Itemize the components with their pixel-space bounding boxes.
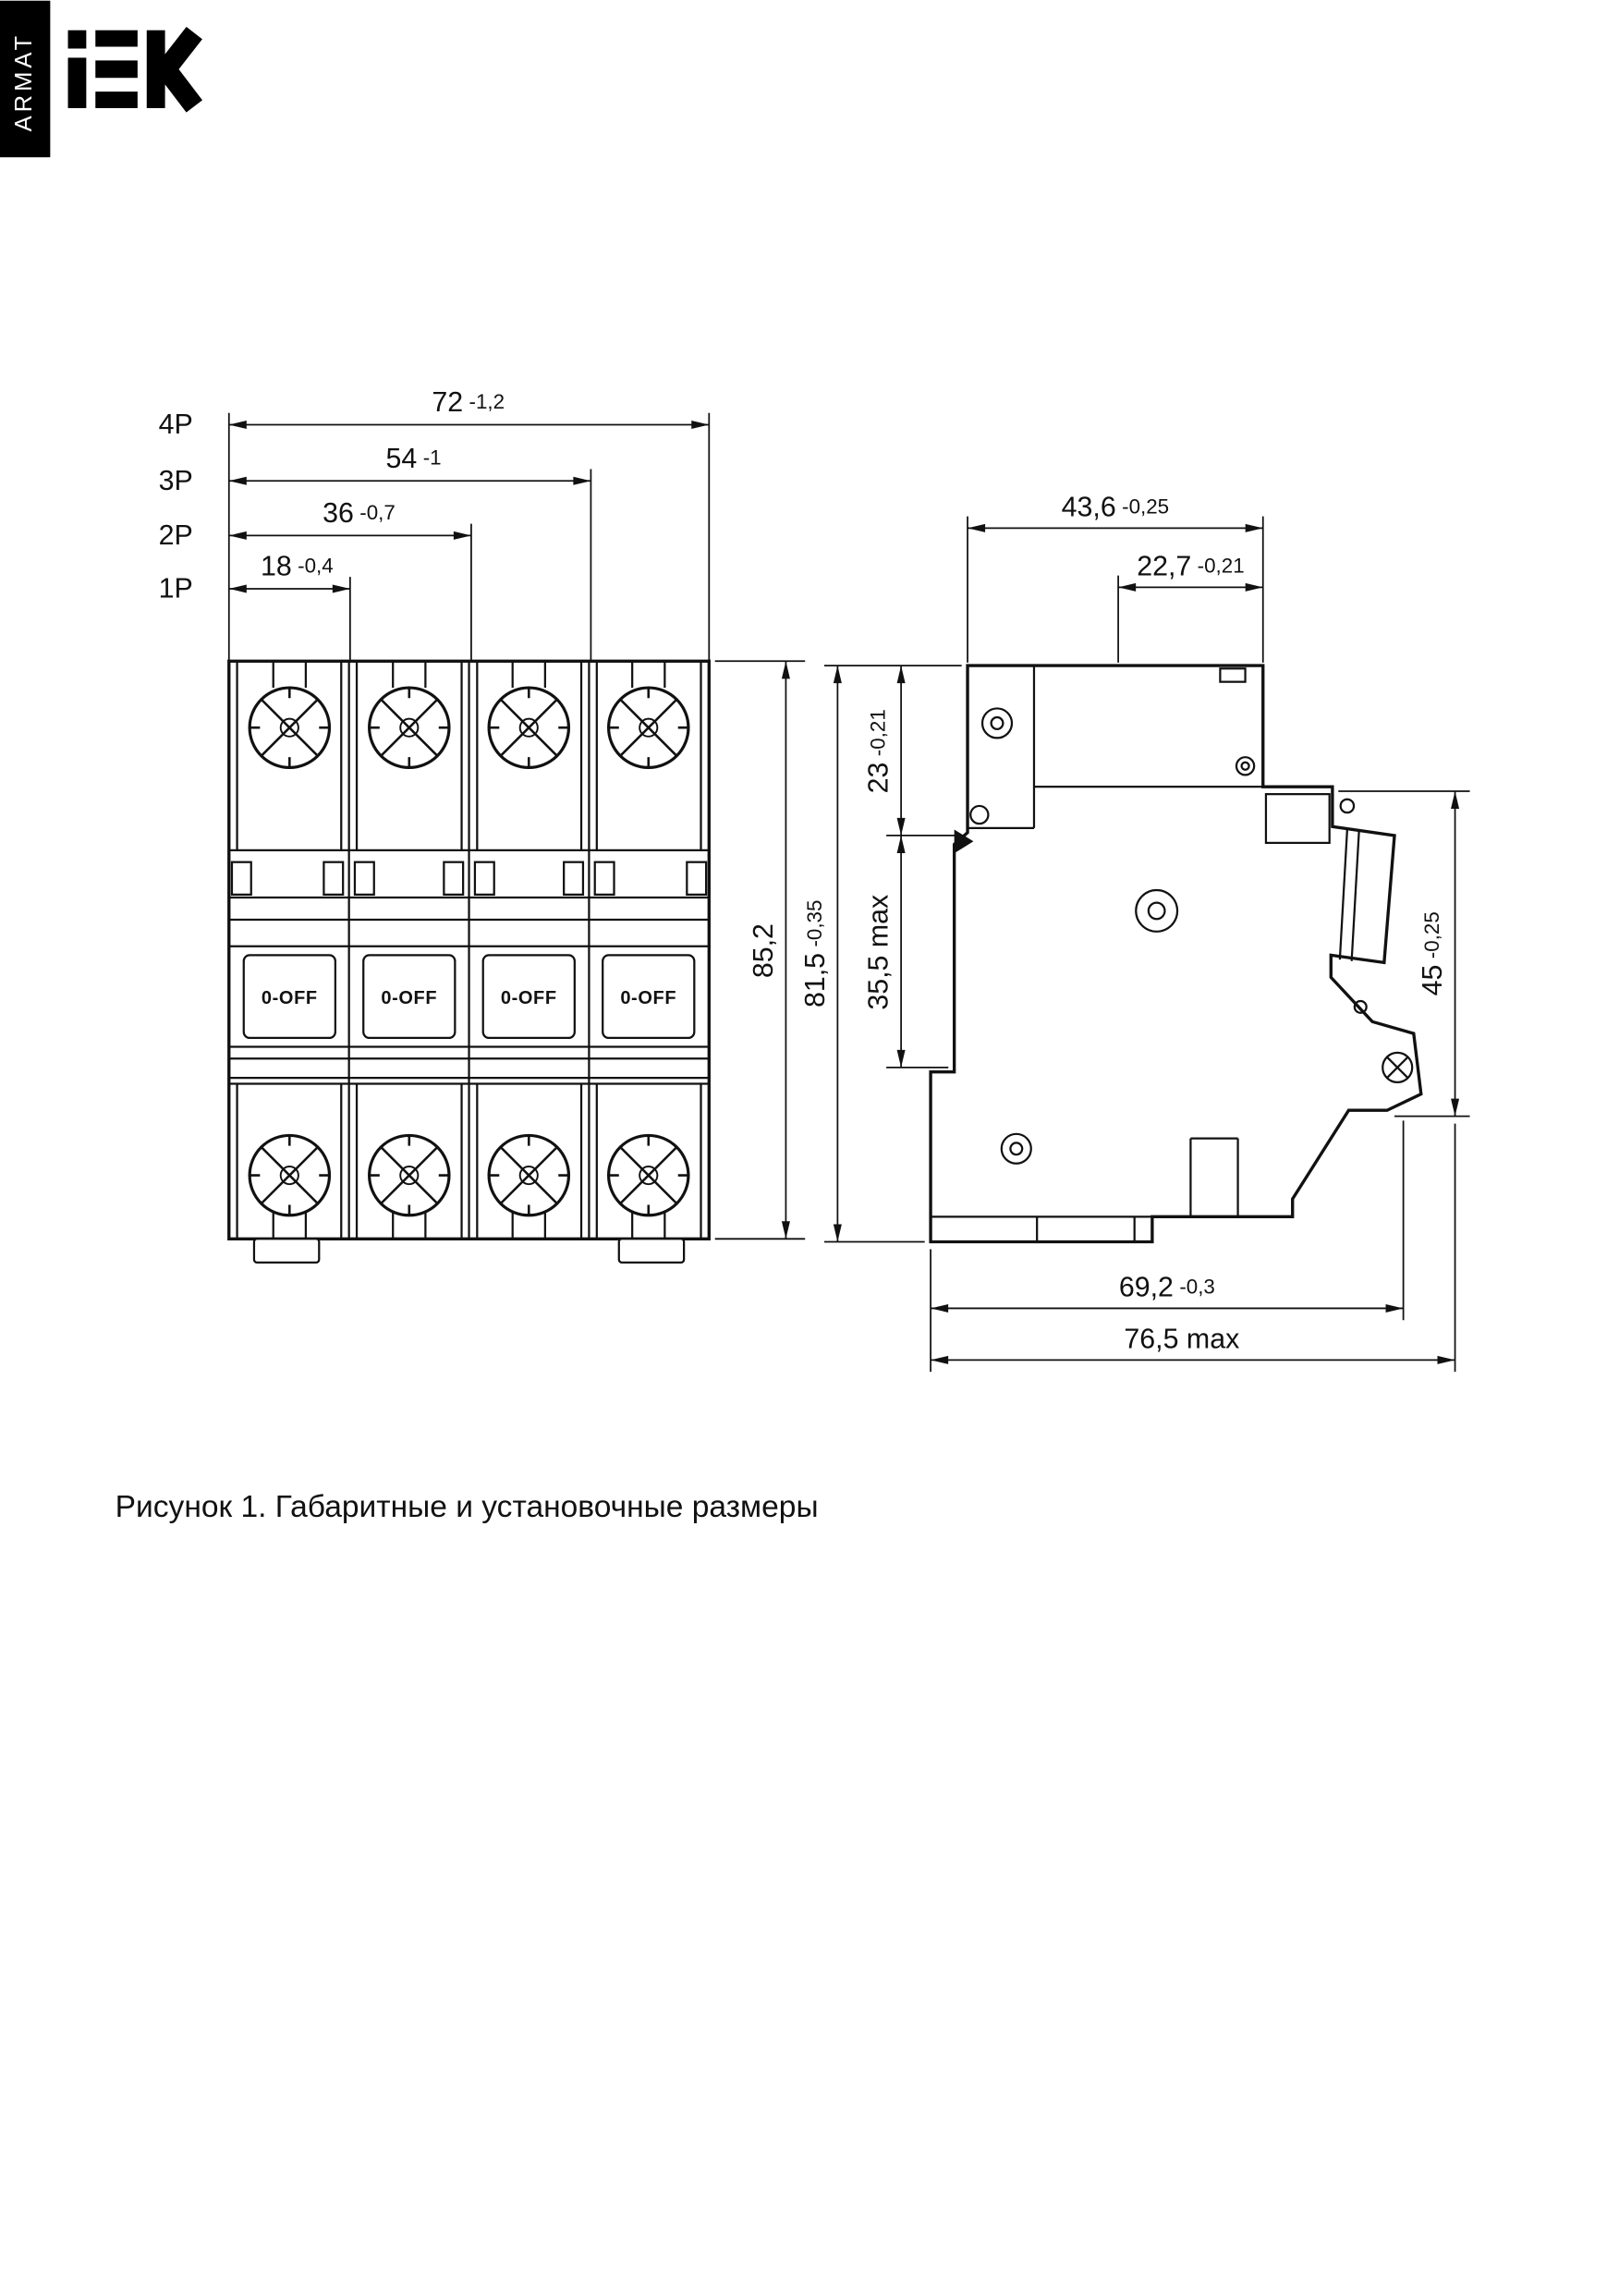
screw-terminal-icon bbox=[248, 686, 332, 769]
iek-logo bbox=[67, 26, 202, 113]
dim-value-max-depth: 76,5 max bbox=[1124, 1325, 1239, 1355]
toggle-row: 0-OFF 0-OFF 0-OFF 0-OFF bbox=[242, 954, 696, 1040]
toggle-switch bbox=[242, 954, 336, 1040]
terminal-clamp-screw-icon bbox=[1382, 1051, 1414, 1083]
terminal-funnel bbox=[392, 660, 427, 690]
dim-value-1p: 18-0,4 bbox=[261, 552, 334, 582]
toggle-label: 0-OFF bbox=[262, 988, 318, 1008]
screw-terminal-icon bbox=[487, 686, 571, 769]
dim-value-body-height: 81,5-0,35 bbox=[800, 900, 831, 1008]
dim-value-top-width: 43,6-0,25 bbox=[1062, 493, 1169, 523]
side-window bbox=[1264, 793, 1331, 845]
terminal-cage-tabs bbox=[230, 861, 708, 896]
dim-value-4p: 72-1,2 bbox=[432, 387, 505, 418]
screw-terminal-icon bbox=[606, 686, 690, 769]
clamp-wedge bbox=[954, 829, 974, 854]
mounting-foot bbox=[617, 1238, 686, 1264]
side-profile-outline bbox=[929, 664, 1423, 1244]
pole-label-2p: 2P bbox=[159, 520, 193, 551]
terminal-funnel bbox=[272, 660, 308, 690]
toggle-switch bbox=[481, 954, 576, 1040]
screw-terminal-icon bbox=[368, 686, 451, 769]
side-inner-lines bbox=[931, 666, 1360, 1242]
dim-value-top-inner-width: 22,7-0,21 bbox=[1137, 552, 1244, 582]
side-extension-lines bbox=[823, 516, 1470, 1373]
dim-value-upper-section: 23-0,21 bbox=[864, 709, 895, 793]
toggle-label: 0-OFF bbox=[620, 988, 676, 1008]
screw-terminal-icon bbox=[487, 1133, 571, 1217]
brand-block: ARMAT bbox=[0, 0, 202, 158]
dim-value-middle-section: 35,5 max bbox=[864, 895, 895, 1010]
toggle-label: 0-OFF bbox=[381, 988, 437, 1008]
armat-series-label: ARMAT bbox=[11, 32, 37, 132]
front-view: 4P 3P 2P 1P 72-1,2 54-1 36-0,7 18-0,4 85… bbox=[159, 387, 806, 1264]
screw-terminal-icon bbox=[606, 1133, 690, 1217]
bottom-block-walls bbox=[236, 1083, 702, 1240]
dim-value-3p: 54-1 bbox=[386, 444, 442, 474]
pole-label-1p: 1P bbox=[159, 574, 193, 605]
dim-value-height: 85,2 bbox=[749, 923, 779, 978]
armat-vertical-banner bbox=[0, 0, 51, 158]
screw-terminal-icon bbox=[248, 1133, 332, 1217]
terminal-funnel bbox=[631, 660, 666, 690]
top-vent-notch bbox=[1219, 667, 1247, 683]
screw-terminal-icon bbox=[368, 1133, 451, 1217]
dim-value-front-height: 45-0,25 bbox=[1418, 911, 1448, 995]
pole-label-4p: 4P bbox=[159, 409, 193, 440]
terminal-funnel bbox=[511, 660, 546, 690]
toggle-switch bbox=[362, 954, 456, 1040]
housing-seam-lines bbox=[228, 849, 710, 1085]
dim-value-depth: 69,2-0,3 bbox=[1119, 1273, 1215, 1303]
toggle-switch bbox=[602, 954, 696, 1040]
pole-dividers bbox=[347, 661, 590, 1240]
pole-label-3p: 3P bbox=[159, 466, 193, 496]
top-block-walls bbox=[236, 661, 702, 850]
mounting-foot bbox=[252, 1238, 321, 1264]
front-extension-lines bbox=[227, 412, 806, 1240]
side-rivets bbox=[969, 707, 1368, 1165]
dim-value-2p: 36-0,7 bbox=[323, 498, 396, 529]
side-view: 43,6-0,25 22,7-0,21 81,5-0,35 23-0,21 35… bbox=[800, 493, 1470, 1373]
figure-caption: Рисунок 1. Габаритные и установочные раз… bbox=[116, 1490, 819, 1524]
toggle-label: 0-OFF bbox=[501, 988, 557, 1008]
